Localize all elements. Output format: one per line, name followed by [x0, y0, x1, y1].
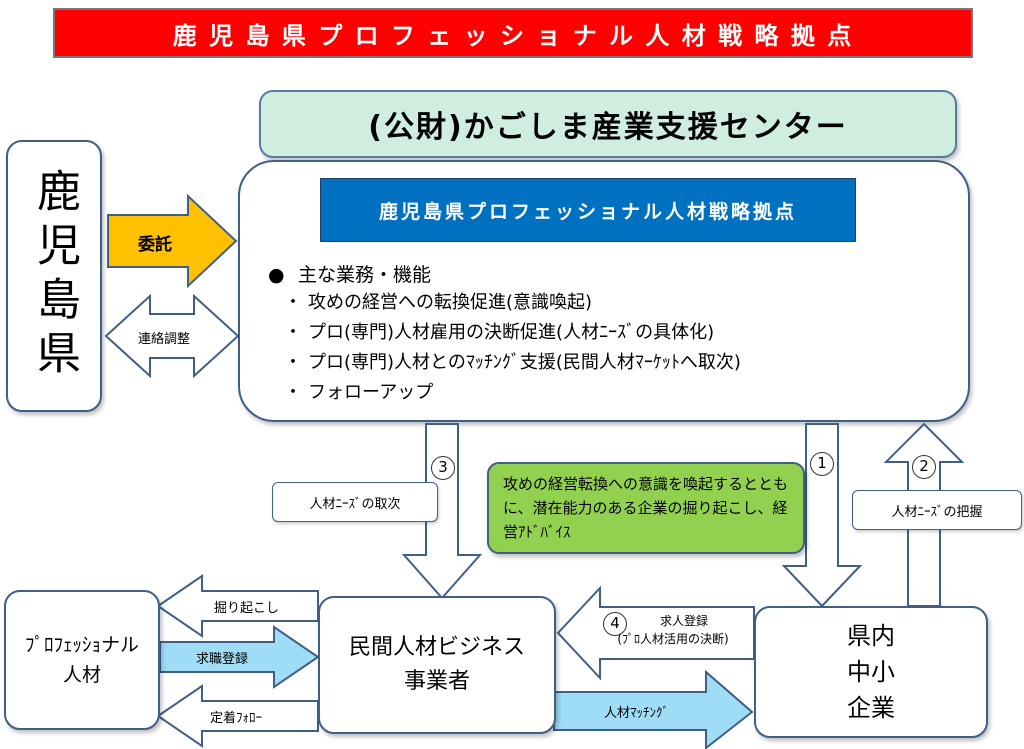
recruit-registration-label: 求人登録 (ﾌﾟﾛ人材活用の決断)	[617, 614, 729, 646]
features-heading: ●主な業務・機能	[268, 264, 432, 286]
feature-item: ・プロ(専門)人材雇用の決断促進(人材ﾆｰｽﾞの具体化)	[284, 322, 715, 343]
features-list: ・攻めの経営への転換促進(意識喚起) ・プロ(専門)人材雇用の決断促進(人材ﾆｰ…	[284, 288, 741, 408]
matching-label: 人材ﾏｯﾁﾝｸﾞ	[604, 706, 670, 721]
dig-up-label: 掘り起こし	[214, 601, 280, 616]
prefecture-label: 鹿児島県	[29, 168, 80, 384]
awareness-note: 攻めの経営転換への意識を喚起するとともに、潜在能力のある企業の掘り起こし、経営ｱ…	[487, 462, 805, 554]
step-1-badge: 1	[810, 452, 834, 476]
needs-handover-label: 人材ﾆｰｽﾞの取次	[272, 482, 438, 522]
liaison-label: 連絡調整	[138, 332, 191, 347]
feature-item: ・攻めの経営への転換促進(意識喚起)	[284, 292, 593, 313]
liaison-arrow	[104, 293, 240, 379]
hub-box: 鹿児島県プロフェッショナル人材戦略拠点 ●主な業務・機能 ・攻めの経営への転換促…	[238, 160, 970, 422]
step-4-badge: 4	[603, 612, 627, 636]
commission-label: 委託	[138, 235, 172, 255]
job-registration-label: 求職登録	[196, 652, 249, 667]
center-org-label: (公財)かごしま産業支援センター	[368, 110, 848, 145]
matching-arrow	[553, 669, 754, 749]
private-hr-business-box: 民間人材ビジネス事業者	[318, 596, 556, 734]
job-registration-arrow	[159, 625, 320, 689]
dig-up-arrow	[156, 574, 319, 638]
needs-grasp-label: 人材ﾆｰｽﾞの把握	[852, 490, 1022, 530]
title-banner: 鹿 児 島 県 プ ロ フ ェ ッ シ ョ ナ ル 人 材 戦 略 拠 点	[53, 8, 973, 58]
local-smes-box: 県内中小企業	[754, 606, 988, 738]
needs-handover-arrow	[401, 423, 483, 600]
prefecture-box: 鹿児島県	[6, 140, 102, 412]
commission-arrow	[107, 193, 238, 289]
hub-title: 鹿児島県プロフェッショナル人材戦略拠点	[320, 178, 856, 242]
follow-up-arrow	[156, 684, 319, 748]
step-3-badge: 3	[431, 456, 455, 480]
professional-talent-box: ﾌﾟﾛﾌｪｯｼｮナル人材	[4, 590, 160, 730]
recruit-registration-arrow	[556, 585, 755, 681]
bullet-icon: ●	[268, 264, 285, 286]
feature-item: ・プロ(専門)人材とのﾏｯﾁﾝｸﾞ支援(民間人材ﾏｰｹｯﾄへ取次)	[284, 352, 741, 373]
center-org-banner: (公財)かごしま産業支援センター	[259, 90, 957, 158]
features-block: ●主な業務・機能 ・攻めの経営への転換促進(意識喚起) ・プロ(専門)人材雇用の…	[268, 262, 741, 408]
follow-up-label: 定着ﾌｫﾛｰ	[210, 711, 263, 726]
page-title: 鹿 児 島 県 プ ロ フ ェ ッ シ ョ ナ ル 人 材 戦 略 拠 点	[172, 21, 854, 50]
step-2-badge: 2	[912, 455, 936, 479]
feature-item: ・フォローアップ	[284, 382, 434, 403]
awareness-arrow	[781, 423, 863, 608]
